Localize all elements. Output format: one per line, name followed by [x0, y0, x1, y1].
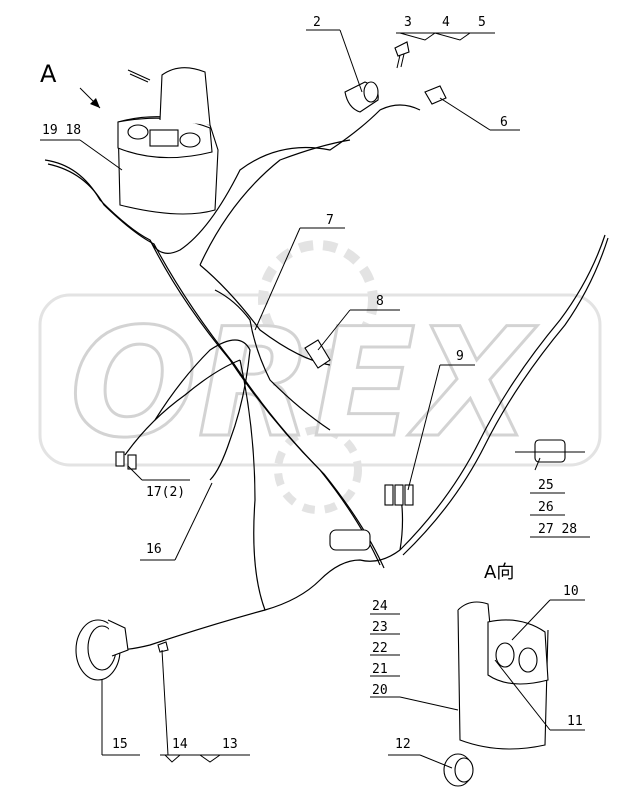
part-2: [344, 81, 379, 113]
wiring-harness: [44, 104, 609, 651]
callout-3: 3: [404, 15, 412, 30]
callout-8: 8: [376, 294, 384, 309]
part-17: [115, 451, 137, 470]
callout-15: 15: [112, 737, 128, 752]
callout-20: 20: [372, 683, 388, 698]
part-14: [157, 641, 169, 653]
part-12: [443, 753, 474, 787]
callout-24: 24: [372, 599, 388, 614]
part-25-28: [515, 439, 585, 463]
watermark-text: OREX: [70, 297, 537, 471]
part-3-5: [394, 41, 410, 69]
callout-26: 26: [538, 500, 554, 515]
part-15: [75, 619, 129, 681]
view-a-direction-label: A向: [484, 562, 514, 583]
callout-16: 16: [146, 542, 162, 557]
watermark: OREX: [38, 240, 602, 514]
view-a-label: A: [40, 60, 57, 88]
console-view-a: [457, 601, 549, 750]
callout-9: 9: [456, 349, 464, 364]
connector-cluster: [329, 484, 414, 551]
labels: A A向 2 3 4 5 6 7 8 9 10 11 12 13 14 15 1…: [40, 15, 583, 752]
callout-19-18: 19 18: [42, 123, 81, 138]
callout-25: 25: [538, 478, 554, 493]
callout-12: 12: [395, 737, 411, 752]
callout-10: 10: [563, 584, 579, 599]
part-8: [304, 339, 331, 369]
callout-13: 13: [222, 737, 238, 752]
leader-lines: [40, 29, 590, 769]
callout-4: 4: [442, 15, 450, 30]
callout-6: 6: [500, 115, 508, 130]
callout-2: 2: [313, 15, 321, 30]
callout-14: 14: [172, 737, 188, 752]
callout-5: 5: [478, 15, 486, 30]
callout-22: 22: [372, 641, 388, 656]
view-a-arrow: [79, 87, 101, 109]
part-6: [424, 85, 447, 105]
callout-17: 17(2): [146, 485, 185, 500]
callout-7: 7: [326, 213, 334, 228]
callout-21: 21: [372, 662, 388, 677]
callout-23: 23: [372, 620, 388, 635]
console-assembly-top: [117, 67, 219, 215]
callout-11: 11: [567, 714, 583, 729]
callout-27-28: 27 28: [538, 522, 577, 537]
